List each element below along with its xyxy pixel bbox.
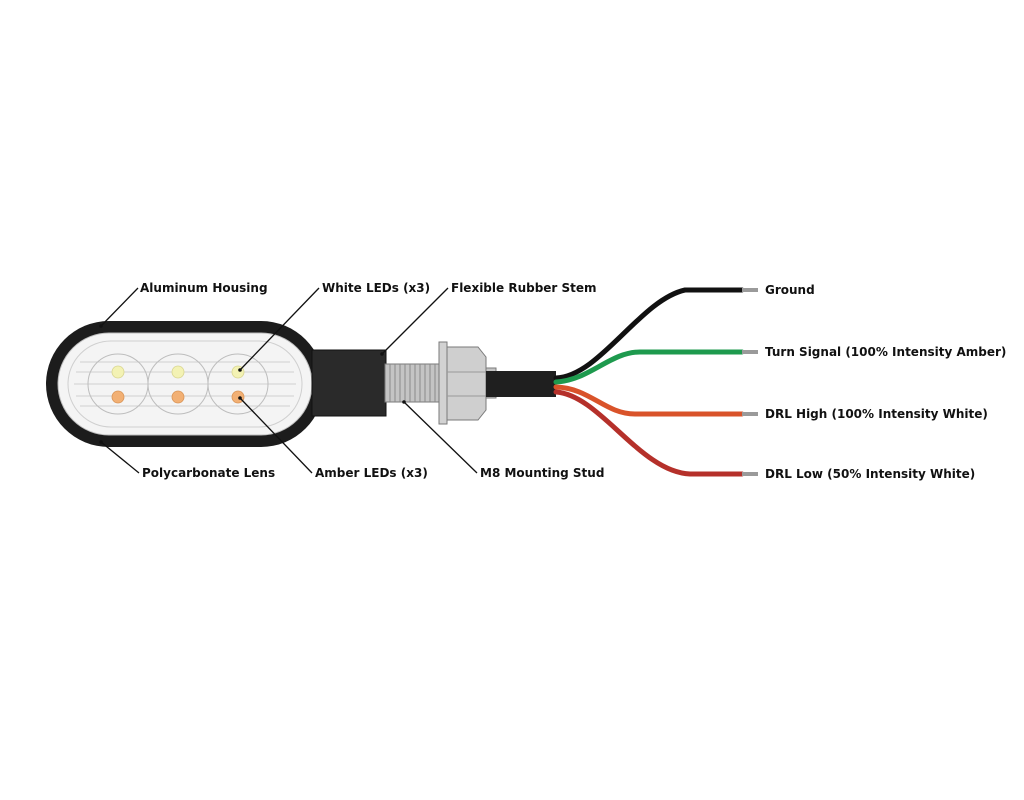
wire-turn-signal — [553, 349, 745, 385]
wire-drl-high — [553, 384, 745, 417]
amber-led — [231, 390, 245, 404]
label-wire-drl-high: DRL High (100% Intensity White) — [765, 407, 988, 421]
white-led — [111, 365, 125, 379]
wire-drl-low — [553, 389, 745, 477]
label-white-leds: White LEDs (x3) — [322, 281, 430, 295]
label-wire-ground: Ground — [765, 283, 815, 297]
label-m8-mounting-stud: M8 Mounting Stud — [480, 466, 604, 480]
label-wire-drl-low: DRL Low (50% Intensity White) — [765, 467, 975, 481]
hex-nut — [446, 346, 487, 421]
wire-tips — [742, 288, 758, 476]
label-amber-leds: Amber LEDs (x3) — [315, 466, 428, 480]
amber-leds — [111, 390, 245, 404]
cable-sheath — [486, 371, 556, 397]
label-wire-turn-signal: Turn Signal (100% Intensity Amber) — [765, 345, 1006, 359]
amber-led — [171, 390, 185, 404]
label-flexible-rubber-stem: Flexible Rubber Stem — [451, 281, 597, 295]
label-polycarbonate-lens: Polycarbonate Lens — [142, 466, 275, 480]
wires — [553, 287, 745, 477]
white-led — [171, 365, 185, 379]
led-reflectors — [87, 353, 269, 415]
mounting-stud — [384, 341, 497, 425]
leader-lines — [99, 287, 478, 474]
washer — [438, 341, 448, 425]
label-aluminum-housing: Aluminum Housing — [140, 281, 268, 295]
wire-ground — [553, 287, 745, 381]
light-housing — [46, 321, 324, 447]
amber-led — [111, 390, 125, 404]
rubber-stem — [312, 350, 386, 416]
